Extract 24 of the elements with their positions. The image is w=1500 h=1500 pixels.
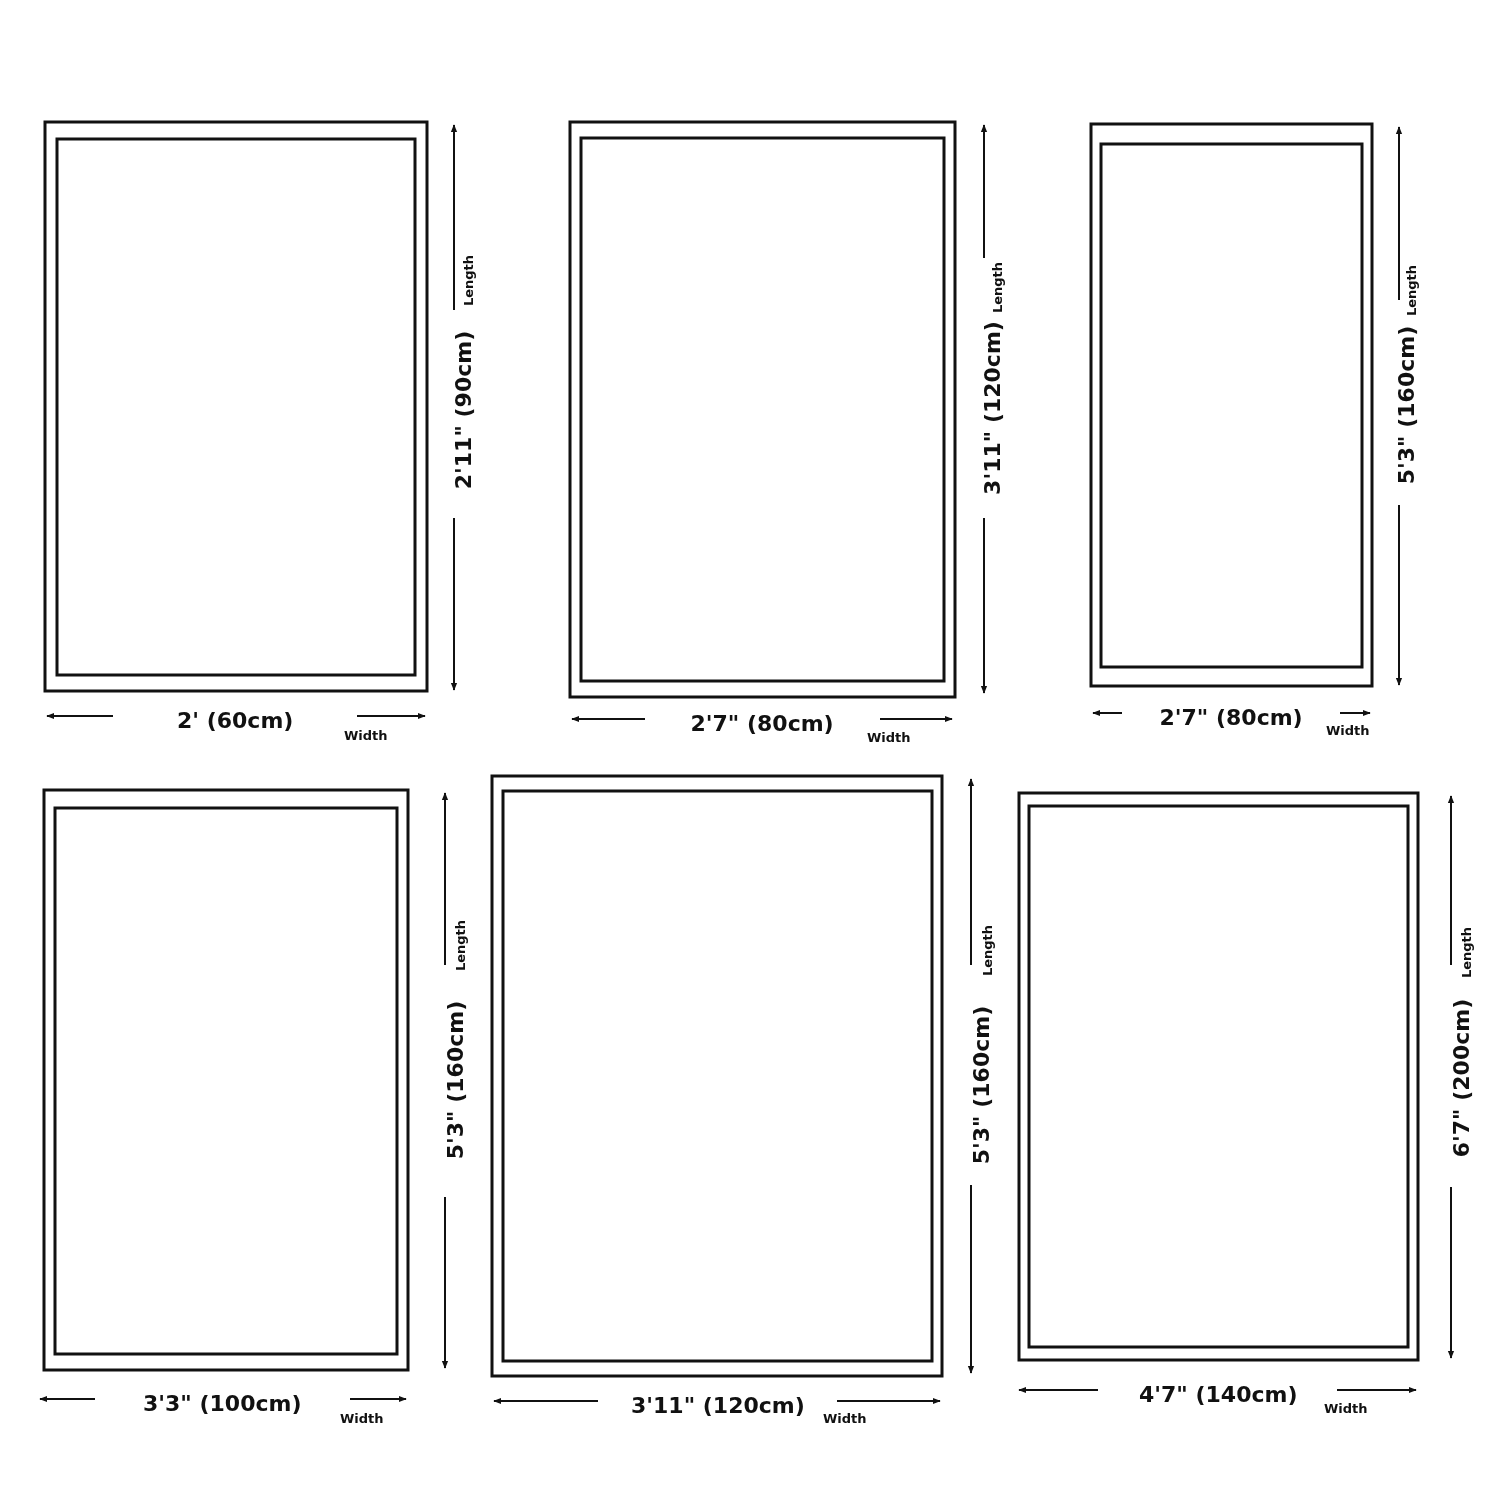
dimension-label: 2' (60cm) [177, 710, 294, 732]
dimension-label: 3'11" (120cm) [982, 321, 1004, 495]
length-label: Length [1404, 264, 1418, 316]
width-label: Width [823, 1411, 867, 1425]
length-label: Length [453, 919, 467, 971]
dimension-label: 4'7" (140cm) [1139, 1384, 1298, 1406]
length-label: Length [461, 254, 475, 306]
dimension-label: 5'3" (160cm) [971, 1005, 994, 1165]
width-label: Width [1324, 1401, 1368, 1415]
length-label: Length [990, 261, 1004, 313]
width-label: Width [344, 728, 388, 742]
width-label: Width [1326, 723, 1370, 737]
dimension-label: 3'11" (120cm) [631, 1395, 805, 1417]
width-label: Width [867, 730, 911, 744]
dimension-label: 2'7" (80cm) [690, 713, 834, 735]
width-label: Width [340, 1411, 384, 1425]
dimension-label: 2'11" (90cm) [453, 330, 476, 490]
length-label: Length [1459, 926, 1473, 978]
dimension-label: 6'7" (200cm) [1450, 998, 1473, 1158]
dimension-label: 5'3" (160cm) [444, 1000, 467, 1160]
dimension-label: 5'3" (160cm) [1396, 325, 1419, 485]
length-label: Length [980, 924, 994, 976]
dimension-label: 3'3" (100cm) [143, 1393, 302, 1415]
dimension-label: 2'7" (80cm) [1159, 707, 1303, 729]
